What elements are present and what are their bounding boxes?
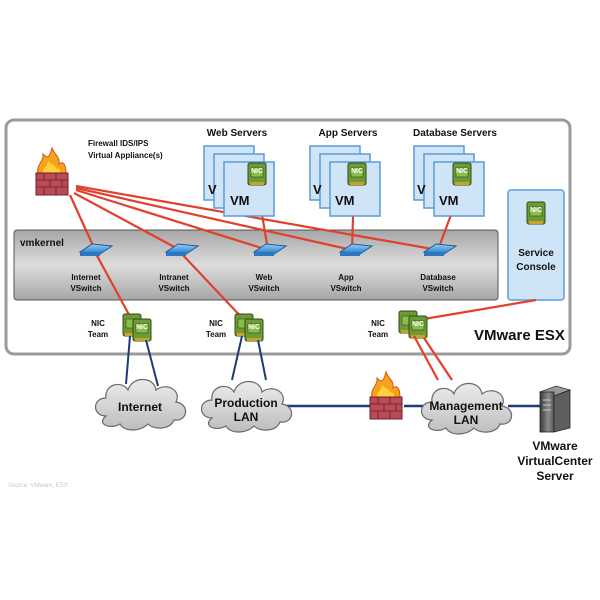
firewall-label-line1: Firewall IDS/IPS — [88, 139, 149, 148]
service-console-label-line1: Service — [518, 248, 554, 259]
vswitch-database-label-line1: Database — [420, 273, 456, 282]
web-servers-vm-stack — [203, 145, 275, 217]
database-servers-vm-stack — [413, 145, 485, 217]
app-servers-label: App Servers — [319, 128, 378, 139]
vswitch-intranet — [164, 243, 200, 256]
vswitch-app-label-line2: VSwitch — [330, 284, 361, 293]
server-tower-icon — [538, 385, 572, 433]
internet-label: Internet — [118, 400, 162, 414]
vswitch-database-label-line2: VSwitch — [422, 284, 453, 293]
uplink-lines — [125, 335, 453, 387]
physical-firewall-icon — [369, 371, 403, 420]
vswitch-app-label-line1: App — [338, 273, 354, 282]
web-servers-label: Web Servers — [207, 128, 268, 139]
app-vm-nic-label: NIC — [351, 168, 363, 175]
vswitch-app — [338, 243, 374, 256]
web-vm-partial-label: V — [208, 182, 217, 197]
vswitch-internet — [78, 243, 114, 256]
nic-team-1-label-line2: Team — [88, 330, 108, 339]
nic-team-3-nic-label: NIC — [412, 321, 424, 328]
management-lan-label-line2: LAN — [454, 413, 479, 427]
management-lan-label-line1: Management — [429, 399, 502, 413]
vcenter-label-line1: VMware — [532, 439, 578, 453]
nic-team-2-nic-label: NIC — [248, 324, 260, 331]
team-links — [94, 251, 537, 323]
vmkernel-label: vmkernel — [20, 238, 64, 249]
app-vm-partial-label: V — [313, 182, 322, 197]
vswitch-web-label-line1: Web — [256, 273, 273, 282]
nic-team-2-label-line2: Team — [206, 330, 226, 339]
web-vm-label: VM — [230, 193, 250, 208]
vswitch-internet-label-line2: VSwitch — [70, 284, 101, 293]
nic-team-3-label-line2: Team — [368, 330, 388, 339]
database-vm-label: VM — [439, 193, 459, 208]
vmkernel-band — [13, 229, 499, 301]
web-vm-nic-label: NIC — [251, 168, 263, 175]
watermark-text: Source: VMware, ESX — [8, 483, 68, 489]
nic-team-1-nic-label: NIC — [136, 324, 148, 331]
vswitch-database — [422, 243, 458, 256]
vswitch-web-label-line2: VSwitch — [248, 284, 279, 293]
vswitch-web — [252, 243, 288, 256]
nic-team-2-label-line1: NIC — [209, 319, 223, 328]
vswitch-internet-label-line1: Internet — [71, 273, 101, 282]
database-servers-label: Database Servers — [413, 128, 497, 139]
nic-team-1-label-line1: NIC — [91, 319, 105, 328]
app-vm-label: VM — [335, 193, 355, 208]
vmware-esx-label: VMware ESX — [474, 327, 565, 344]
vswitch-intranet-label-line1: Intranet — [159, 273, 189, 282]
production-lan-label-line1: Production — [214, 396, 277, 410]
database-vm-partial-label: V — [417, 182, 426, 197]
firewall-links — [68, 184, 439, 252]
service-console-label-line2: Console — [516, 262, 556, 273]
service-console-nic-label: NIC — [530, 207, 542, 214]
vswitch-intranet-label-line2: VSwitch — [158, 284, 189, 293]
database-vm-nic-label: NIC — [456, 168, 468, 175]
vcenter-label-line2: VirtualCenter — [517, 454, 592, 468]
production-lan-label-line2: LAN — [234, 410, 259, 424]
nic-team-3-label-line1: NIC — [371, 319, 385, 328]
vcenter-label-line3: Server — [536, 469, 574, 483]
firewall-label-line2: Virtual Appliance(s) — [88, 151, 163, 160]
